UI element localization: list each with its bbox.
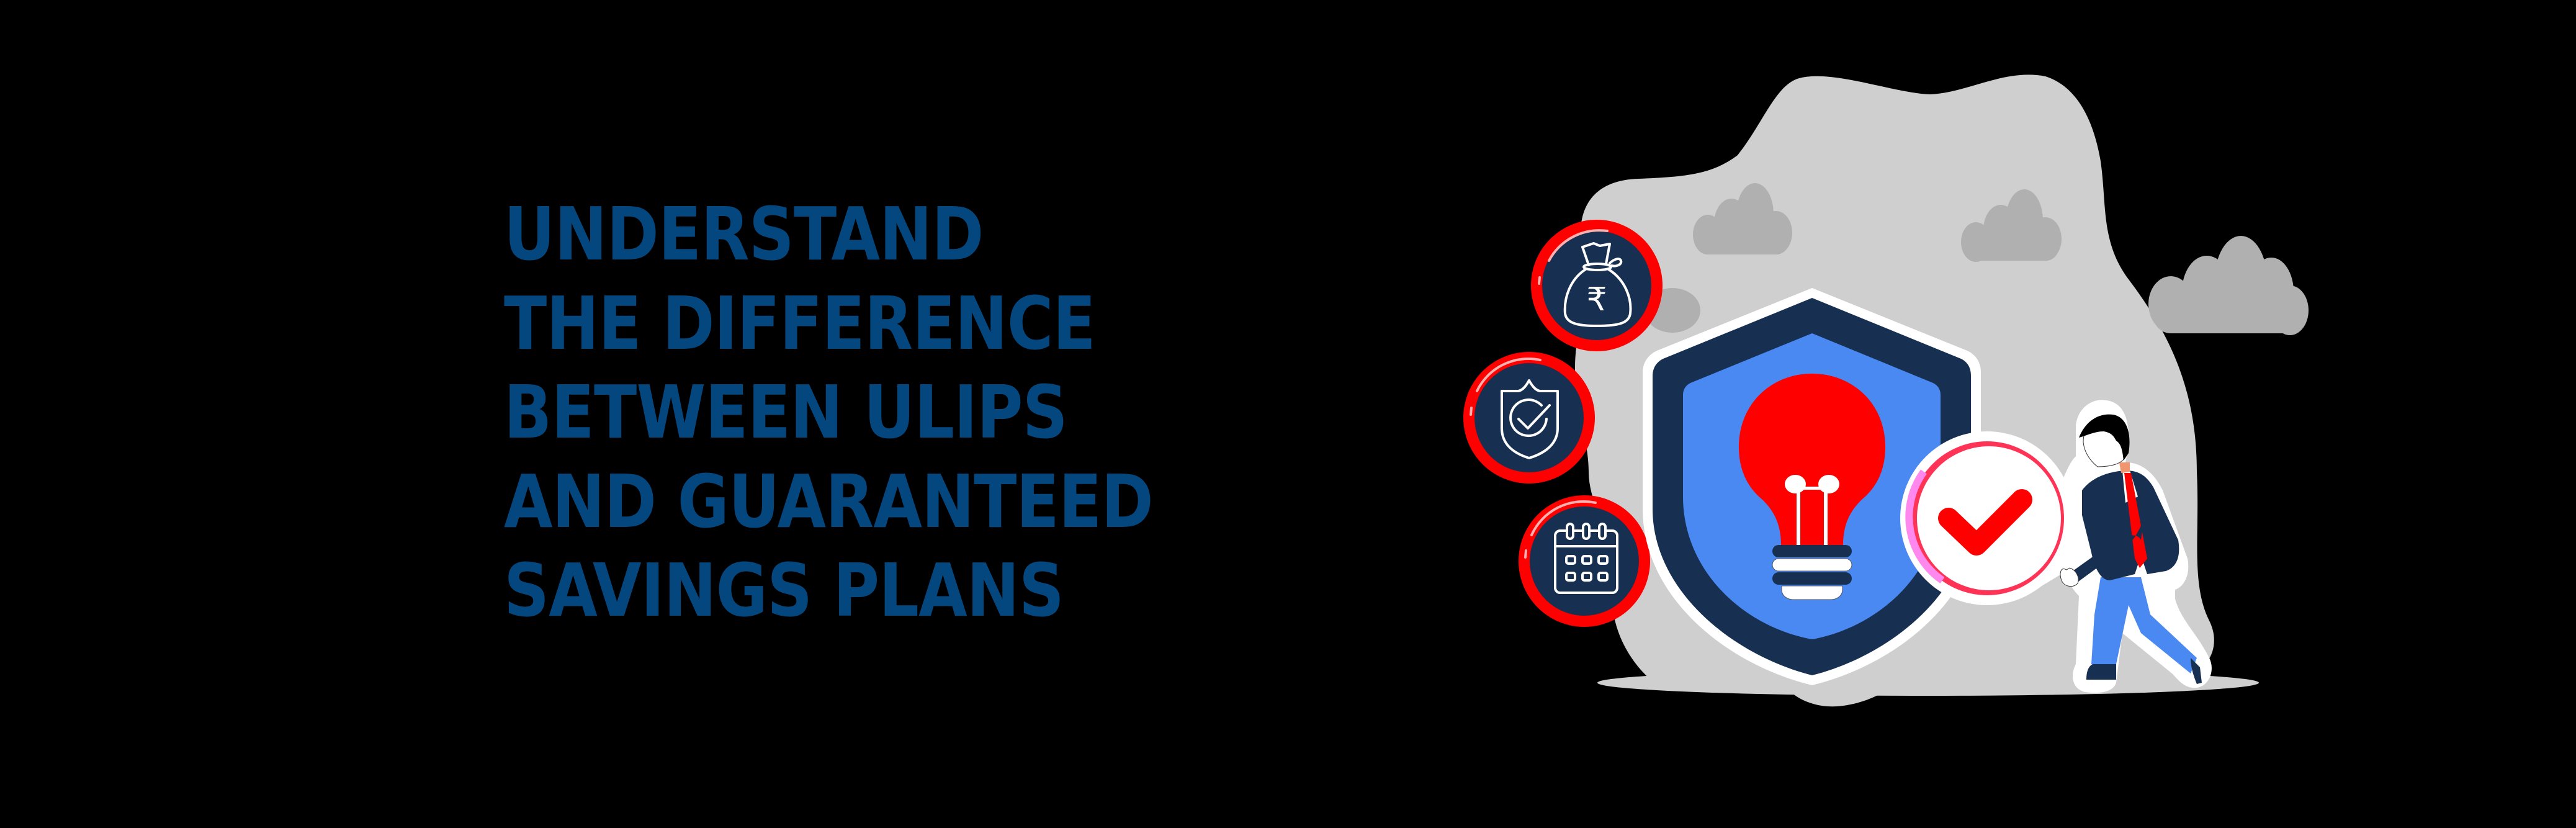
svg-text:₹: ₹ <box>1586 281 1607 318</box>
headline-line-4: AND GUARANTEED <box>504 458 1154 544</box>
shield-lightbulb-icon <box>1643 288 1981 685</box>
headline-line-3: BETWEEN ULIPS <box>504 369 1068 455</box>
shield-check-icon <box>1463 352 1595 484</box>
headline-line-2: THE DIFFERENCE <box>504 280 1096 366</box>
headline-line-5: SAVINGS PLANS <box>504 547 1064 633</box>
calendar-icon <box>1519 495 1650 627</box>
money-bag-rupee-icon: ₹ <box>1531 220 1663 351</box>
headline: UNDERSTAND THE DIFFERENCE BETWEEN ULIPS … <box>504 190 1154 636</box>
checkmark-circle-icon <box>1900 431 2074 605</box>
headline-line-1: UNDERSTAND <box>504 191 984 277</box>
businessman-figure <box>2035 400 2212 693</box>
